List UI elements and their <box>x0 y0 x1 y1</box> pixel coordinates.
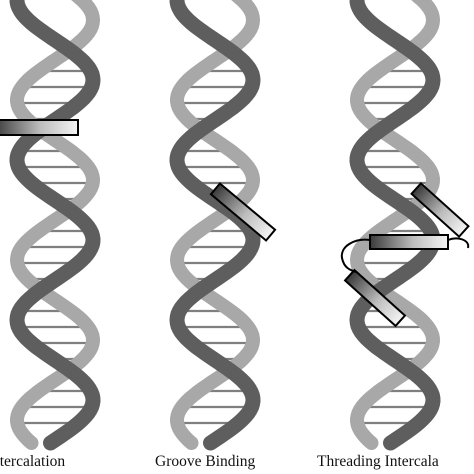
dna-helix-intercalation <box>9 0 101 451</box>
groove-binder-ligand <box>209 182 277 242</box>
backbone-strand-dark <box>349 0 441 451</box>
label-threading-intercalation: Threading Intercala <box>317 453 439 470</box>
intercalator-ligand <box>0 119 79 136</box>
label-intercalation: ntercalation <box>0 453 66 470</box>
threading-intercalator-ligand <box>340 181 470 328</box>
dna-helix-threading-intercalation <box>349 0 441 451</box>
dna-helix-groove-binding <box>169 0 261 451</box>
backbone-strand-dark <box>9 0 101 451</box>
label-groove-binding: Groove Binding <box>155 453 256 470</box>
